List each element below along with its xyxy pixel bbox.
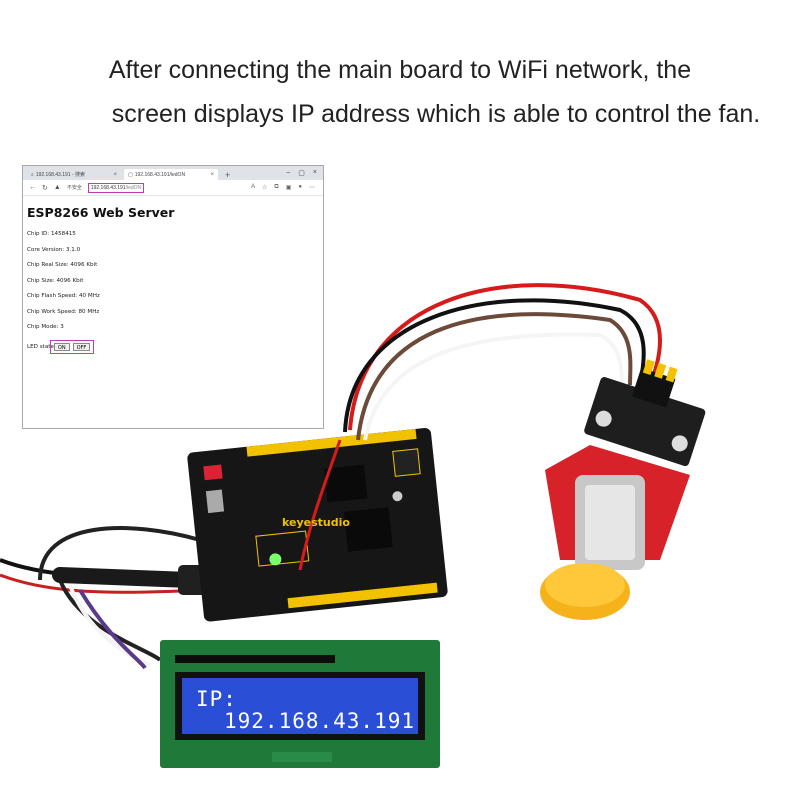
tab-ledon[interactable]: ▢ 192.168.43.191/ledON ×	[124, 169, 218, 180]
tab-label: 192.168.43.191 - 搜索	[35, 172, 86, 178]
collections-icon[interactable]: ⧉	[274, 184, 279, 190]
caption-line-1: After connecting the main board to WiFi …	[108, 56, 692, 84]
url-field[interactable]: 192.168.43.191/ledON	[87, 182, 145, 193]
led-state-row: LED state ON OFF	[27, 339, 319, 354]
page-icon: ▢	[128, 171, 133, 178]
favorite-icon[interactable]: ☆	[262, 185, 268, 191]
url-host: 192.168.43.191	[90, 184, 126, 191]
lcd-line-1: IP:	[196, 687, 237, 711]
warning-icon: ▲	[53, 184, 61, 191]
read-aloud-icon[interactable]: A	[251, 184, 256, 190]
chip-size: Chip Size: 4096 Kbit	[27, 277, 84, 284]
minimize-icon[interactable]: –	[286, 169, 291, 176]
new-tab-button[interactable]: +	[225, 170, 231, 180]
search-icon: ⌕	[31, 171, 34, 178]
more-icon[interactable]: ⋯	[309, 185, 315, 191]
chip-id: Chip ID: 1458415	[27, 231, 76, 237]
address-bar: ← ↻ ▲ 不安全 192.168.43.191/ledON A ☆ ⧉ ▣ ●…	[23, 180, 323, 196]
lcd-line-2: 192.168.43.191	[224, 709, 416, 733]
security-label: 不安全	[66, 185, 82, 191]
window-controls: – ▢ ×	[286, 169, 323, 177]
browser-tab-bar: ⌕ 192.168.43.191 - 搜索 × ▢ 192.168.43.191…	[23, 166, 323, 180]
board-brand-label: keyestudio	[282, 516, 350, 529]
led-button-group: ON OFF	[49, 339, 95, 354]
tab-label: 192.168.43.191/ledON	[134, 171, 186, 178]
core-version: Core Version: 3.1.0	[27, 246, 81, 253]
chip-work-speed: Chip Work Speed: 80 MHz	[27, 308, 100, 315]
web-page: ESP8266 Web Server Chip ID: 1458415 Core…	[23, 196, 323, 360]
close-icon[interactable]: ×	[210, 171, 214, 178]
led-off-button[interactable]: OFF	[72, 342, 91, 351]
back-icon[interactable]: ←	[29, 184, 36, 191]
profile-icon[interactable]: ●	[298, 184, 302, 190]
led-state-label: LED state	[27, 343, 54, 350]
extensions-icon[interactable]: ▣	[285, 185, 292, 191]
reload-icon[interactable]: ↻	[42, 184, 48, 192]
caption-line-2: screen displays IP address which is able…	[111, 100, 761, 128]
url-path: /ledON	[125, 184, 142, 191]
tab-search[interactable]: ⌕ 192.168.43.191 - 搜索 ×	[27, 169, 121, 180]
chip-real-size: Chip Real Size: 4096 Kbit	[27, 262, 98, 268]
chip-mode: Chip Mode: 3	[27, 324, 64, 330]
chip-flash-speed: Chip Flash Speed: 40 MHz	[27, 293, 100, 299]
lcd-display: IP: 192.168.43.191	[186, 688, 416, 738]
maximize-icon[interactable]: ▢	[298, 170, 305, 177]
close-icon[interactable]: ×	[113, 171, 117, 178]
led-on-button[interactable]: ON	[53, 342, 70, 351]
page-title: ESP8266 Web Server	[27, 205, 175, 220]
browser-window: ⌕ 192.168.43.191 - 搜索 × ▢ 192.168.43.191…	[22, 165, 324, 429]
toolbar-icons: A ☆ ⧉ ▣ ● ⋯	[251, 184, 323, 191]
close-window-icon[interactable]: ×	[312, 169, 317, 176]
